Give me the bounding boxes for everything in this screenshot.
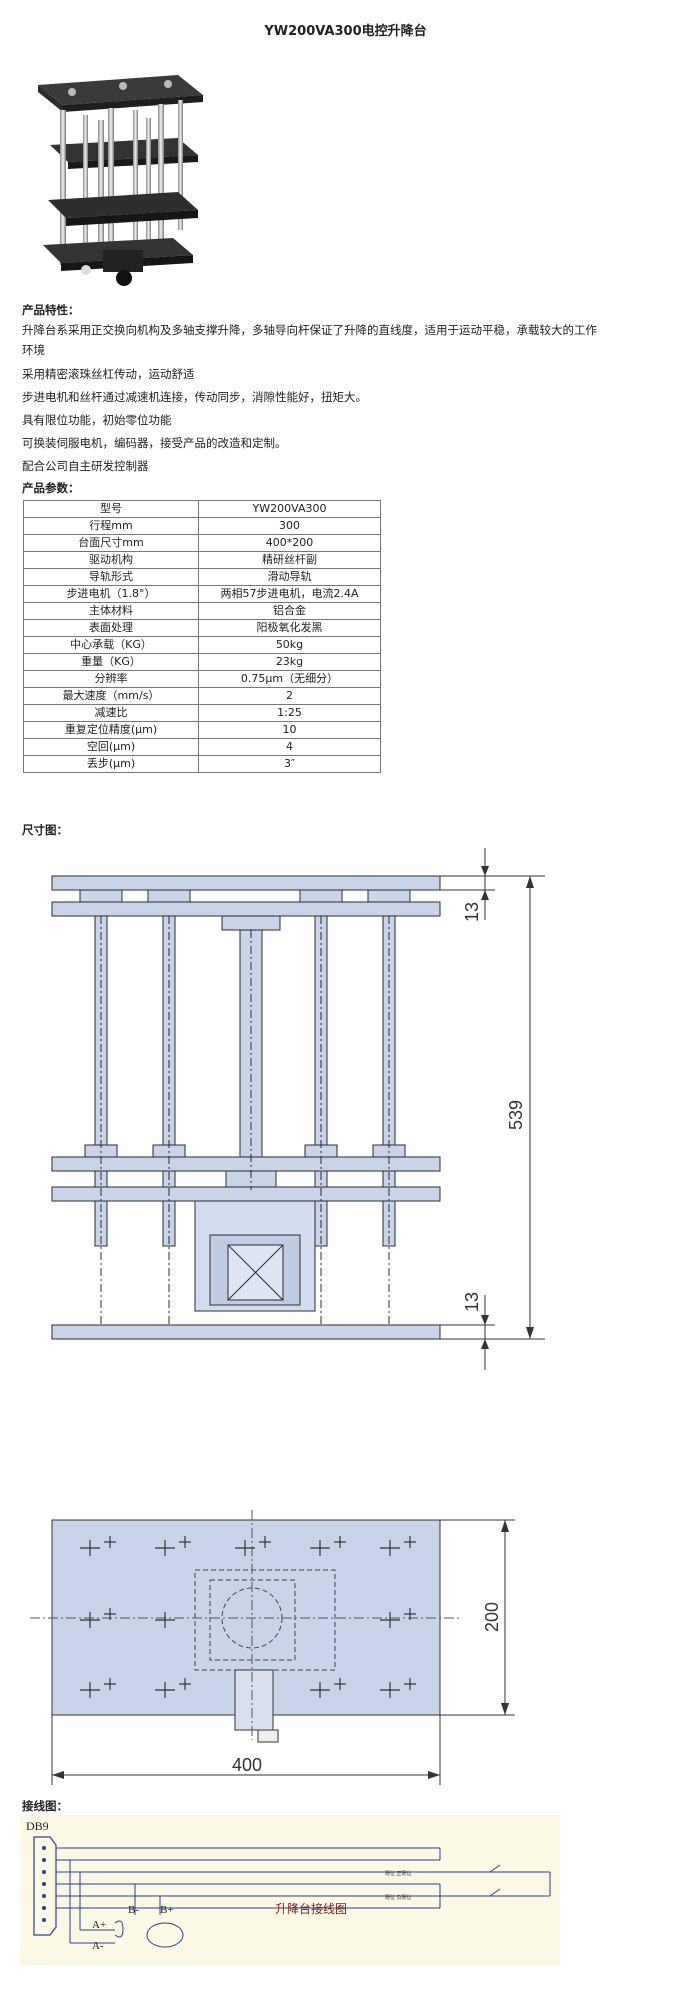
feature-line: 环境 <box>22 343 45 357</box>
table-row: 空回(μm)4 <box>23 738 381 756</box>
wire-label: B+ <box>160 1904 174 1916</box>
feature-line: 采用精密滚珠丝杠传动，运动舒适 <box>22 367 195 381</box>
connector-label: DB9 <box>26 1819 49 1833</box>
table-row: 丢步(μm)3″ <box>23 755 381 773</box>
switch-label-1: 限位 正限位 <box>385 1870 411 1877</box>
wire-label: B- <box>128 1904 139 1916</box>
table-row: 主体材料铝合金 <box>23 602 381 620</box>
wiring-diagram: DB9 限位 正限位 限位 负限位 B- B+ A+ A- 升降台接线图 <box>20 1815 560 1965</box>
table-row: 导轨形式滑动导轨 <box>23 568 381 586</box>
table-row: 表面处理阳极氧化发黑 <box>23 619 381 637</box>
feature-line: 升降台系采用正交换向机构及多轴支撑升降，多轴导向杆保证了升降的直线度，适用于运动… <box>22 323 597 337</box>
wire-label: A+ <box>92 1919 106 1931</box>
params-heading: 产品参数： <box>22 481 80 495</box>
dimensions-heading: 尺寸图： <box>22 823 68 837</box>
wire-label: A- <box>92 1940 104 1952</box>
table-row: 重复定位精度(μm)10 <box>23 721 381 739</box>
feature-line: 步进电机和丝杆通过减速机连接，传动同步，消隙性能好，扭矩大。 <box>22 390 367 404</box>
feature-line: 可换装伺服电机，编码器，接受产品的改造和定制。 <box>22 436 287 450</box>
table-row: 驱动机构精研丝杆副 <box>23 551 381 569</box>
table-row: 最大速度（mm/s）2 <box>23 687 381 705</box>
dim-depth: 200 <box>482 1602 502 1632</box>
dim-bottom-thickness: 13 <box>462 1292 482 1312</box>
table-row: 重量（KG）23kg <box>23 653 381 671</box>
dim-width: 400 <box>232 1755 262 1775</box>
wiring-heading: 接线图： <box>22 1799 68 1813</box>
switch-label-2: 限位 负限位 <box>385 1894 411 1901</box>
product-photo <box>38 75 203 286</box>
dim-top-thickness: 13 <box>462 902 482 922</box>
wiring-caption: 升降台接线图 <box>275 1901 347 1916</box>
page-title: YW200VA300电控升降台 <box>264 24 427 39</box>
dim-height: 539 <box>506 1100 526 1130</box>
top-view-drawing: 200 400 <box>30 1510 515 1785</box>
feature-line: 具有限位功能，初始零位功能 <box>22 413 172 427</box>
table-row: 步进电机（1.8°）两相57步进电机，电流2.4A <box>23 585 381 603</box>
front-view-drawing: 13 539 13 <box>51 848 545 1370</box>
table-row: 中心承载（KG）50kg <box>23 636 381 654</box>
features-heading: 产品特性： <box>22 303 80 317</box>
feature-line: 配合公司自主研发控制器 <box>22 459 149 473</box>
